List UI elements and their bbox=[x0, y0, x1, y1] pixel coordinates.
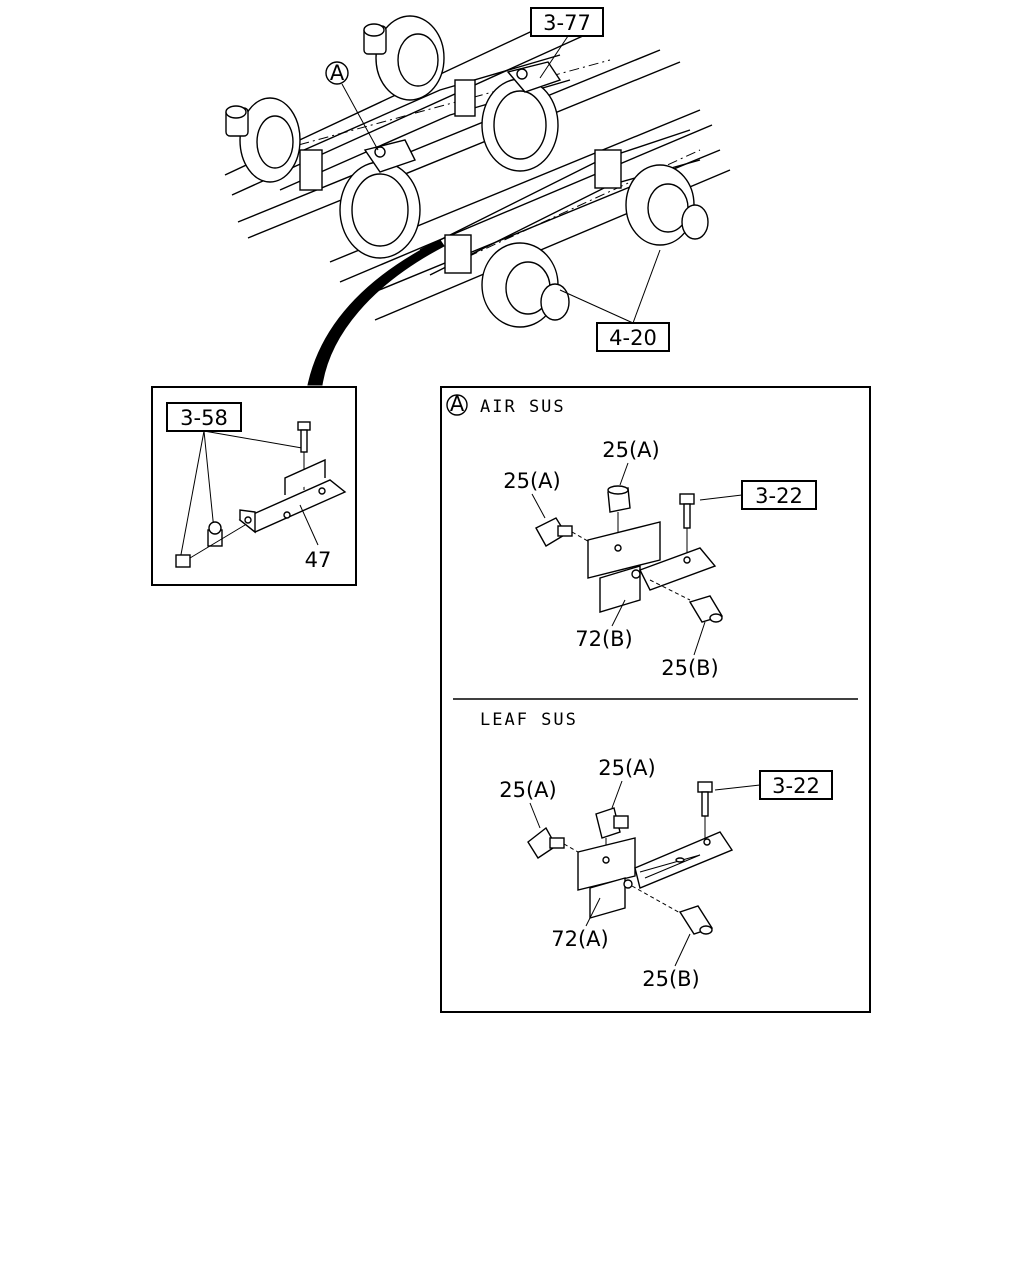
ref-3-58-label: 3-58 bbox=[180, 406, 228, 430]
leaf-sus-valve-assembly: 25(A) 25(A) 3-22 bbox=[499, 756, 833, 991]
hub-front-right bbox=[625, 164, 709, 246]
leaf-ref-3-22-label: 3-22 bbox=[772, 774, 820, 798]
leaf-25b-label: 25(B) bbox=[642, 967, 700, 991]
part-47-label: 47 bbox=[305, 548, 332, 572]
ref-4-20: 4-20 bbox=[559, 249, 670, 352]
air-25a-left-label: 25(A) bbox=[503, 469, 560, 493]
ref-3-77-label: 3-77 bbox=[543, 11, 591, 35]
hub-front-left bbox=[481, 242, 570, 328]
ref-4-20-label: 4-20 bbox=[609, 326, 657, 350]
air-ref-3-22-label: 3-22 bbox=[755, 484, 803, 508]
air-sus-valve-assembly: 25(A) 25(A) 3-22 bbox=[503, 438, 817, 680]
leaf-25a-left-label: 25(A) bbox=[499, 778, 556, 802]
leaf-sus-title: LEAF SUS bbox=[480, 710, 578, 730]
air-sus-title: AIR SUS bbox=[480, 397, 566, 417]
air-25a-top-label: 25(A) bbox=[602, 438, 659, 462]
leaf-25a-top-label: 25(A) bbox=[598, 756, 655, 780]
detail-a-panel: A AIR SUS 25(A) 25(A) 3-22 bbox=[440, 386, 871, 1013]
air-72b-label: 72(B) bbox=[575, 627, 633, 651]
detail-bracket-47: 3-58 47 bbox=[151, 386, 357, 586]
callout-a-letter: A bbox=[330, 61, 345, 85]
callout-a-panel-letter: A bbox=[450, 392, 465, 416]
hub-rear-right bbox=[363, 15, 445, 101]
leaf-72a-label: 72(A) bbox=[551, 927, 608, 951]
callout-a-top: A bbox=[325, 61, 379, 151]
ref-3-77: 3-77 bbox=[530, 7, 604, 79]
axle-assembly-drawing bbox=[224, 15, 731, 328]
hub-rear-left bbox=[225, 97, 301, 183]
air-25b-label: 25(B) bbox=[661, 656, 719, 680]
detail-leader bbox=[307, 239, 445, 386]
